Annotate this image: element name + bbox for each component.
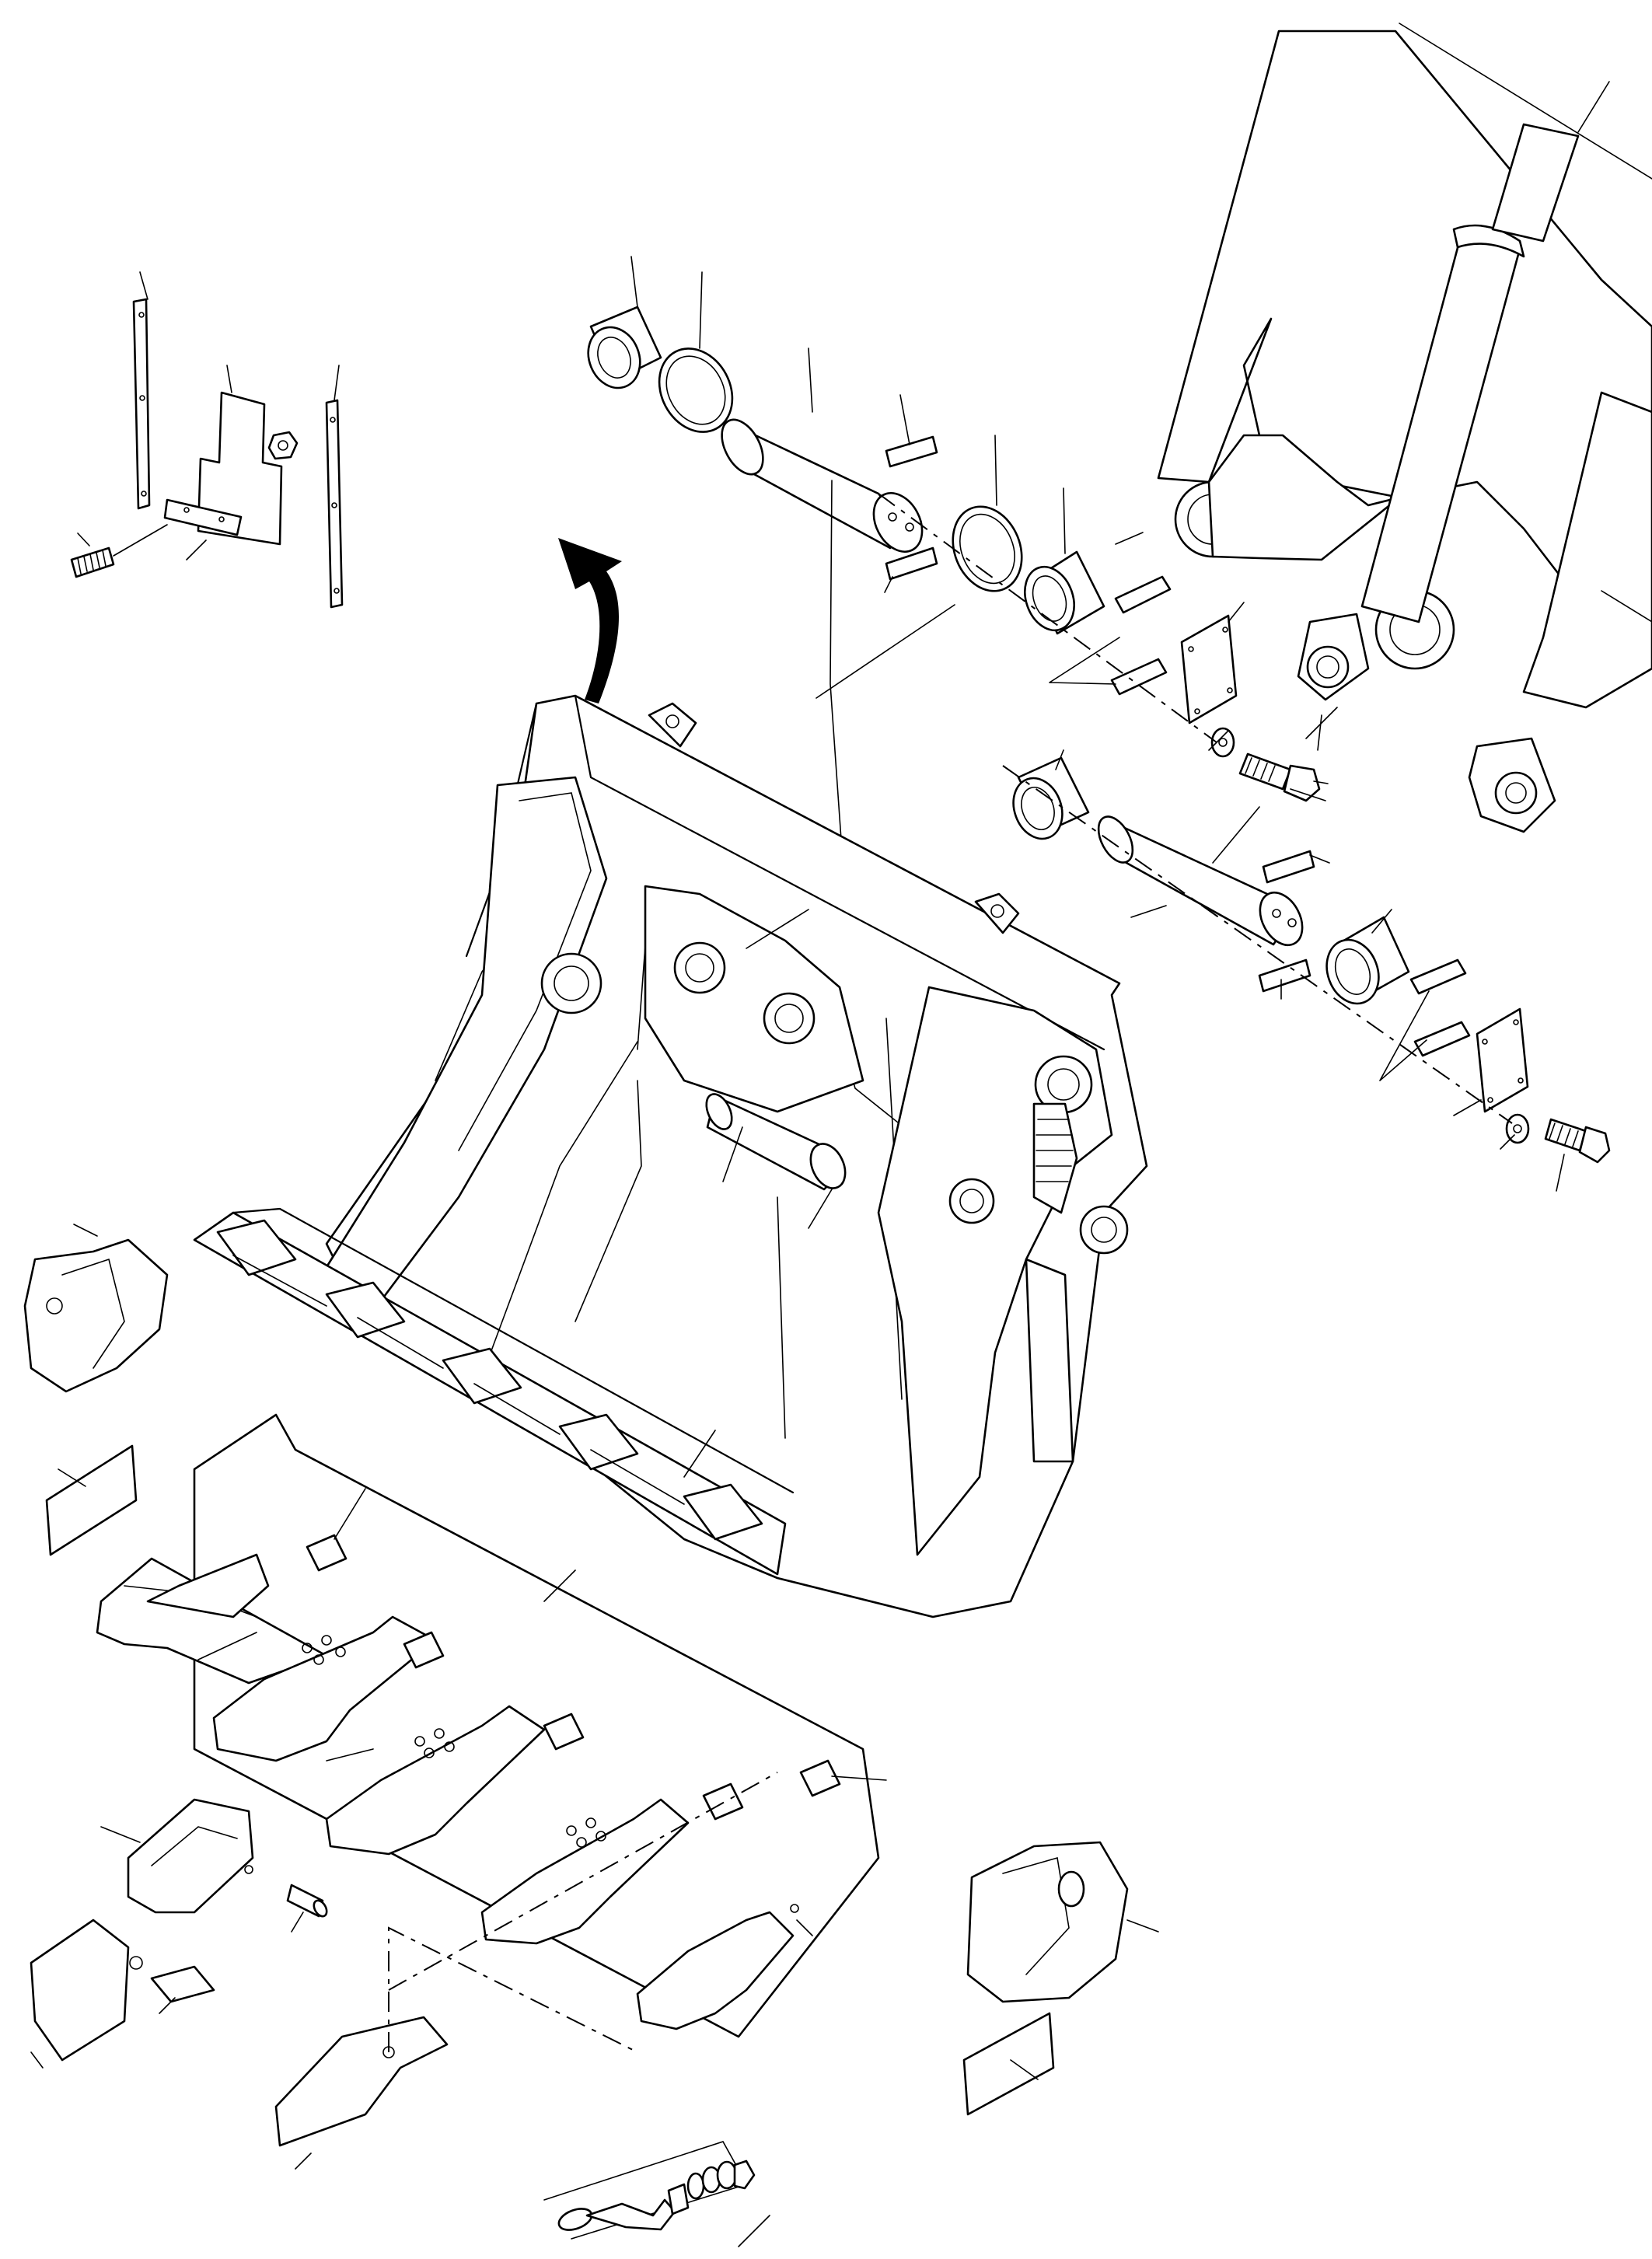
bushing-upper-left: [587, 306, 662, 389]
protector-1: [306, 1534, 348, 1572]
wear-plate-group: [70, 271, 344, 609]
retainer: [150, 1965, 215, 2014]
tilt-cylinder: [1522, 391, 1652, 709]
corner-adapter-left: [23, 1224, 169, 1393]
keeper-upper-top: [885, 435, 938, 468]
tooth-point-spare: [100, 1798, 254, 1914]
cover-plate-upper: [1180, 614, 1238, 724]
washer-lower: [1505, 1113, 1530, 1144]
cover-plate-lower: [1476, 1007, 1529, 1113]
tooth-adapter-3: [325, 1705, 546, 1856]
keeper-upper-bottom: [885, 546, 938, 581]
bolt-lower: [1544, 1118, 1611, 1164]
shim-lower-top: [1409, 958, 1467, 995]
wear-shim-right: [962, 2012, 1055, 2116]
shim-lower-bottom: [1413, 1021, 1471, 1057]
center-bracket: [575, 885, 864, 1322]
tooth-protector-left: [30, 1919, 143, 2069]
keeper-lower-bottom: [1258, 958, 1311, 993]
lock-pin: [286, 1884, 328, 1933]
tooth-point-1: [146, 1553, 270, 1618]
shim-upper-bottom: [1110, 658, 1168, 696]
pin-upper: [721, 418, 924, 553]
protector-4: [702, 1782, 744, 1821]
tooth-adapter-2: [212, 1615, 437, 1762]
cylinder-clevis-upper: [1297, 613, 1370, 701]
boom-assembly: [1157, 23, 1652, 833]
wear-shim-left: [45, 1444, 138, 1556]
stud-bolt: [70, 546, 115, 578]
lower-pin-group: [1002, 714, 1611, 1192]
keeper-lower-top: [1262, 850, 1315, 884]
protector-3: [543, 1713, 585, 1751]
bushing-upper-right: [1024, 550, 1105, 635]
side-bracket-left: [325, 776, 608, 1323]
washer-upper: [1210, 727, 1235, 758]
tooth-row: [96, 1413, 887, 2038]
pin-lower: [1097, 815, 1304, 947]
side-bracket-right: [877, 986, 1129, 1556]
corner-adapter-right: [966, 1841, 1159, 2003]
protector-2: [403, 1631, 445, 1669]
plate-strip-left: [132, 298, 151, 510]
bucket-cutting-edge: [193, 1207, 795, 1576]
protector-5: [799, 1759, 841, 1797]
tooth-adapter-4: [480, 1798, 690, 1945]
tooth-point-bottom: [274, 1772, 778, 2170]
tooth-lock-assembly: [543, 2141, 770, 2247]
upper-pin-group: [587, 256, 1329, 840]
bushing-lower-left: [1012, 756, 1090, 840]
rotate-arrow-icon: [558, 538, 622, 704]
bushing-lower-right: [1325, 916, 1410, 1005]
tooth-adapter-5: [636, 1911, 795, 2030]
shim-upper-top: [1114, 575, 1172, 614]
cylinder-clevis-lower: [1468, 737, 1556, 833]
bolt-upper: [1238, 752, 1321, 802]
nut: [267, 431, 299, 460]
seal-ring-upper-right: [952, 505, 1023, 592]
plate-strip-right: [325, 399, 344, 609]
spacer-plate: [163, 498, 243, 536]
bracket-plate: [197, 391, 283, 546]
seal-ring-upper-left: [658, 347, 734, 433]
